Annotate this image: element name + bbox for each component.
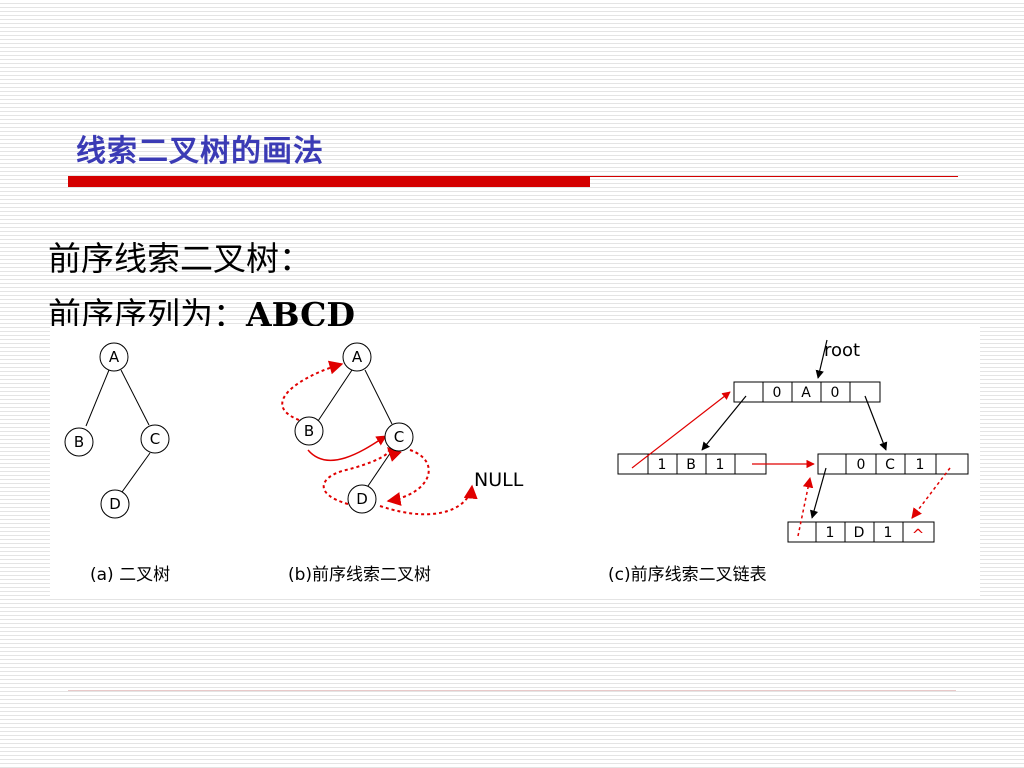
thread-c-succ: [911, 467, 951, 519]
svg-text:D: D: [356, 490, 368, 508]
list-c: root 0 A 0 1 B 1: [608, 339, 969, 585]
edge-a-c: [120, 369, 150, 426]
root-pointer: [815, 339, 828, 379]
edge-b-c-d: [367, 451, 392, 487]
svg-text:1: 1: [658, 457, 667, 473]
root-label: root: [824, 340, 860, 361]
edge-b-a-b: [317, 369, 353, 422]
thread-b-to-c: [307, 435, 387, 462]
tree-b-node-b: B: [294, 416, 324, 446]
list-c-caption: (c)前序线索二叉链表: [608, 565, 767, 585]
thread-d-to-null: [379, 484, 478, 516]
svg-text:0: 0: [857, 457, 866, 473]
svg-text:D: D: [854, 525, 865, 541]
svg-text:C: C: [885, 457, 895, 473]
null-label: NULL: [474, 469, 524, 491]
title-underline-bar: [68, 176, 590, 187]
tree-a-caption: (a) 二叉树: [90, 565, 170, 585]
svg-text:1: 1: [716, 457, 725, 473]
tree-a-node-d: D: [100, 489, 130, 519]
record-a: 0 A 0: [733, 381, 881, 403]
pointer-a-right: [864, 395, 888, 451]
title-underline-rule: [590, 176, 958, 177]
thread-b-to-a: [281, 360, 344, 421]
slide-title: 线索二叉树的画法: [76, 134, 324, 169]
tree-b-node-c: C: [384, 422, 414, 452]
tree-b-node-d: D: [347, 484, 377, 514]
svg-text:1: 1: [826, 525, 835, 541]
svg-text:C: C: [150, 430, 160, 448]
record-c: 0 C 1: [817, 453, 969, 475]
svg-text:0: 0: [831, 385, 840, 401]
thread-tree-figure: A B C D (a) 二叉树 A B: [50, 326, 980, 596]
svg-text:1: 1: [884, 525, 893, 541]
tree-a-node-c: C: [140, 424, 170, 454]
edge-c-d: [121, 452, 151, 493]
tree-b-node-a: A: [342, 342, 372, 372]
edge-a-b: [85, 369, 110, 427]
thread-b-pred: [631, 391, 731, 469]
svg-text:A: A: [801, 385, 811, 401]
record-d: 1 D 1 ^: [787, 521, 935, 544]
svg-text:B: B: [686, 457, 696, 473]
figure-svg: A B C D (a) 二叉树 A B: [64, 339, 969, 585]
tree-b: A B C D NULL (b)前序线索二叉树: [281, 342, 524, 585]
thread-d-pred: [797, 476, 814, 537]
null-symbol: ^: [912, 526, 925, 544]
pointer-a-left: [701, 395, 747, 451]
thread-d-to-c: [322, 447, 402, 505]
svg-text:C: C: [394, 428, 404, 446]
body-line-heading: 前序线索二叉树：: [48, 239, 312, 278]
svg-text:B: B: [304, 422, 314, 440]
tree-b-caption: (b)前序线索二叉树: [288, 565, 431, 585]
tree-a-node-a: A: [99, 342, 129, 372]
svg-text:A: A: [109, 348, 120, 366]
pointer-c-left: [809, 467, 827, 519]
tree-a: A B C D (a) 二叉树: [64, 342, 170, 585]
svg-text:1: 1: [916, 457, 925, 473]
record-b: 1 B 1: [617, 453, 767, 475]
tree-a-node-b: B: [64, 427, 94, 457]
svg-text:B: B: [74, 433, 84, 451]
thread-c-to-d: [386, 449, 430, 506]
footer-rule: [68, 690, 956, 691]
svg-text:0: 0: [773, 385, 782, 401]
svg-text:D: D: [109, 495, 121, 513]
svg-text:A: A: [352, 348, 363, 366]
edge-b-a-c: [364, 369, 393, 425]
